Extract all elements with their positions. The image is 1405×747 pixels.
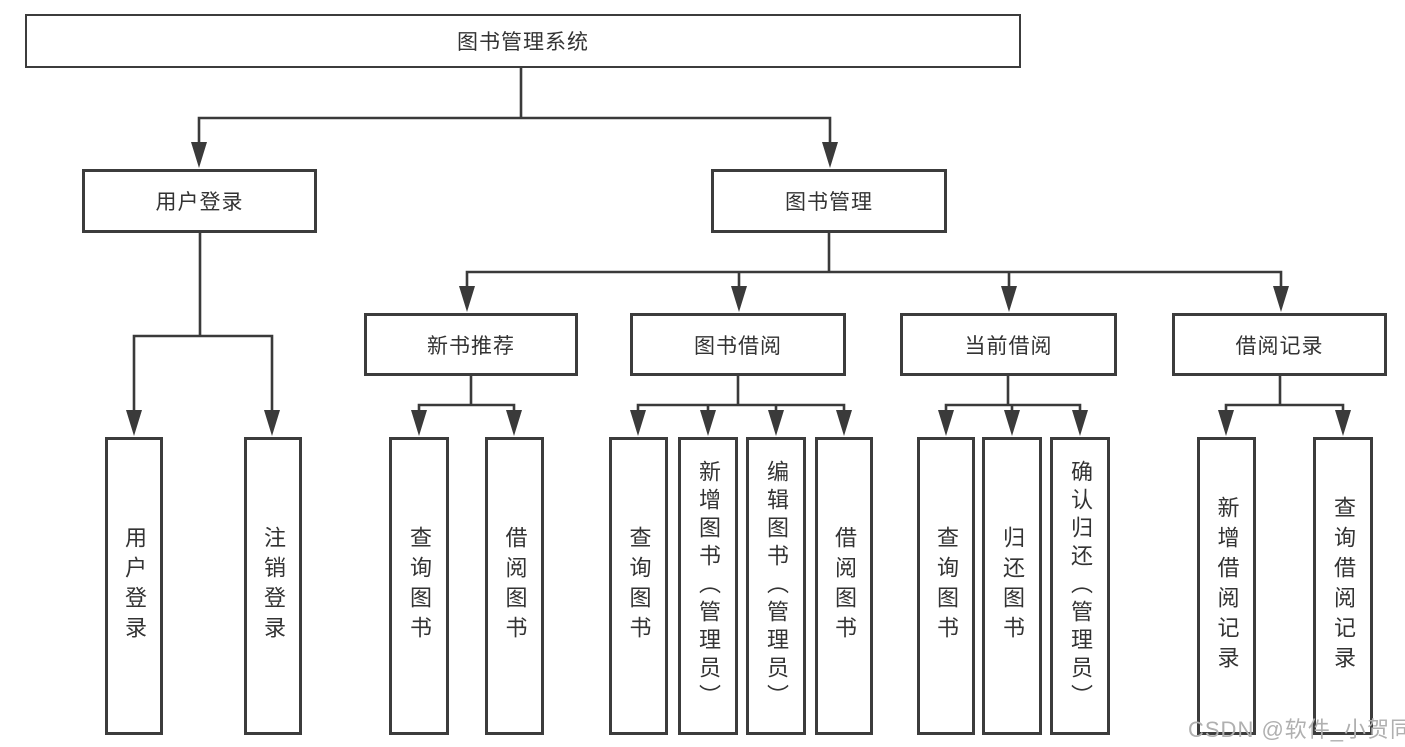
node-label: 新增图书（管理员） [696, 460, 721, 712]
node-label: 图书借阅 [694, 334, 782, 358]
leaf-query-books-current: 查询图书 [917, 437, 975, 735]
node-root: 图书管理系统 [25, 14, 1021, 68]
node-label: 借阅图书 [832, 526, 857, 646]
node-label: 查询图书 [934, 526, 959, 646]
leaf-add-book-admin: 新增图书（管理员） [678, 437, 738, 735]
node-label: 图书管理 [785, 191, 873, 214]
node-label: 借阅记录 [1235, 334, 1324, 358]
leaf-query-books-recommend: 查询图书 [389, 437, 449, 735]
leaf-user-login: 用户登录 [105, 437, 163, 735]
node-label: 确认归还（管理员） [1068, 460, 1093, 712]
leaf-borrow-books-recommend: 借阅图书 [485, 437, 544, 735]
node-current-borrowing: 当前借阅 [900, 313, 1117, 376]
leaf-confirm-return-admin: 确认归还（管理员） [1050, 437, 1110, 735]
leaf-logout: 注销登录 [244, 437, 302, 735]
node-book-borrowing: 图书借阅 [630, 313, 846, 376]
leaf-edit-book-admin: 编辑图书（管理员） [746, 437, 806, 735]
node-label: 编辑图书（管理员） [764, 460, 789, 712]
leaf-return-books: 归还图书 [982, 437, 1042, 735]
node-book-management: 图书管理 [711, 169, 947, 233]
node-label: 查询图书 [626, 526, 652, 646]
node-label: 新书推荐 [427, 334, 515, 358]
leaf-borrow-books-borrow: 借阅图书 [815, 437, 873, 735]
node-label: 用户登录 [155, 191, 244, 214]
node-label: 图书管理系统 [457, 31, 589, 54]
node-label: 注销登录 [261, 526, 286, 646]
leaf-query-borrow-record: 查询借阅记录 [1313, 437, 1373, 735]
leaf-add-borrow-record: 新增借阅记录 [1197, 437, 1256, 735]
node-label: 查询图书 [407, 526, 432, 646]
node-label: 用户登录 [122, 526, 147, 646]
node-new-book-recommendation: 新书推荐 [364, 313, 578, 376]
node-label: 当前借阅 [964, 334, 1053, 358]
node-user-login: 用户登录 [82, 169, 317, 233]
csdn-watermark: CSDN @软件_小贺同学 [1188, 717, 1405, 742]
leaf-query-books-borrow: 查询图书 [609, 437, 668, 735]
node-label: 归还图书 [1000, 526, 1025, 646]
node-label: 查询借阅记录 [1331, 496, 1356, 676]
node-label: 借阅图书 [502, 526, 528, 646]
node-label: 新增借阅记录 [1214, 496, 1240, 676]
node-borrowing-records: 借阅记录 [1172, 313, 1387, 376]
